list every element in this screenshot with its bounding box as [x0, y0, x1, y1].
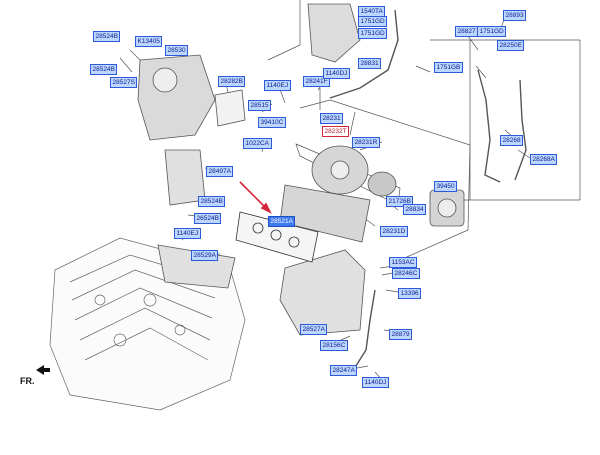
part-callout-c19[interactable]: 1751GD — [358, 28, 388, 39]
part-callout-c15[interactable]: 28529A — [191, 250, 219, 261]
part-callout-c43[interactable]: 28247A — [330, 365, 358, 376]
front-arrow-icon — [36, 365, 50, 375]
part-callout-c23[interactable]: 28231 — [320, 113, 344, 124]
part-callout-c27[interactable]: 28827 — [455, 26, 479, 37]
part-callout-c01[interactable]: 28524B — [93, 31, 121, 42]
part-callout-c16[interactable]: 28521A — [268, 216, 296, 227]
part-callout-c22[interactable]: 28831 — [358, 58, 382, 69]
part-callout-c28[interactable]: 1751GD — [477, 26, 507, 37]
part-callout-c21[interactable]: 1140DJ — [323, 68, 350, 79]
part-callout-c08[interactable]: 28515 — [248, 100, 272, 111]
part-callout-c33[interactable]: 39450 — [434, 181, 458, 192]
part-callout-c12[interactable]: 28524B — [198, 196, 226, 207]
part-callout-c40[interactable]: 28527A — [300, 324, 328, 335]
part-callout-c25[interactable]: 28231R — [352, 137, 380, 148]
part-callout-c39[interactable]: 13396 — [398, 288, 422, 299]
part-callout-c34[interactable]: 21726B — [386, 196, 414, 207]
part-callout-c13[interactable]: 26524B — [194, 213, 222, 224]
part-callout-c18[interactable]: 1751GD — [358, 16, 388, 27]
part-callout-c24[interactable]: 28232T — [322, 126, 350, 137]
part-callout-c06[interactable]: 28282B — [218, 76, 246, 87]
part-callout-c29[interactable]: 28250E — [497, 40, 525, 51]
part-callout-c20[interactable]: 28241F — [303, 76, 331, 87]
part-callout-c11[interactable]: 28497A — [206, 166, 234, 177]
part-callout-c32[interactable]: 28268A — [530, 154, 558, 165]
front-direction-label: FR. — [20, 376, 35, 386]
part-callout-c41[interactable]: 28879 — [389, 329, 413, 340]
part-callout-c04[interactable]: 28524B — [90, 64, 118, 75]
part-callout-c26[interactable]: 28893 — [503, 10, 527, 21]
part-callout-c31[interactable]: 28268 — [500, 135, 524, 146]
part-callout-c03[interactable]: 28530 — [165, 45, 189, 56]
highlight-arrow-icon — [239, 181, 272, 214]
part-callout-c42[interactable]: 28156C — [320, 340, 348, 351]
part-callout-c36[interactable]: 28231D — [380, 226, 408, 237]
part-callout-c44[interactable]: 1140DJ — [362, 377, 389, 388]
part-callout-c30[interactable]: 1751GB — [434, 62, 463, 73]
part-callout-c35[interactable]: 28834 — [403, 204, 427, 215]
part-callout-c05[interactable]: 28527S — [110, 77, 138, 88]
part-callout-c37[interactable]: 1153AC — [389, 257, 418, 268]
part-callout-c10[interactable]: 1022CA — [243, 138, 272, 149]
part-callout-c14[interactable]: 1140EJ — [174, 228, 201, 239]
part-callout-c38[interactable]: 28246C — [392, 268, 420, 279]
part-callout-c07[interactable]: 1140EJ — [264, 80, 291, 91]
part-callout-c09[interactable]: 39410C — [258, 117, 286, 128]
part-callout-c02[interactable]: K13405 — [135, 36, 163, 47]
